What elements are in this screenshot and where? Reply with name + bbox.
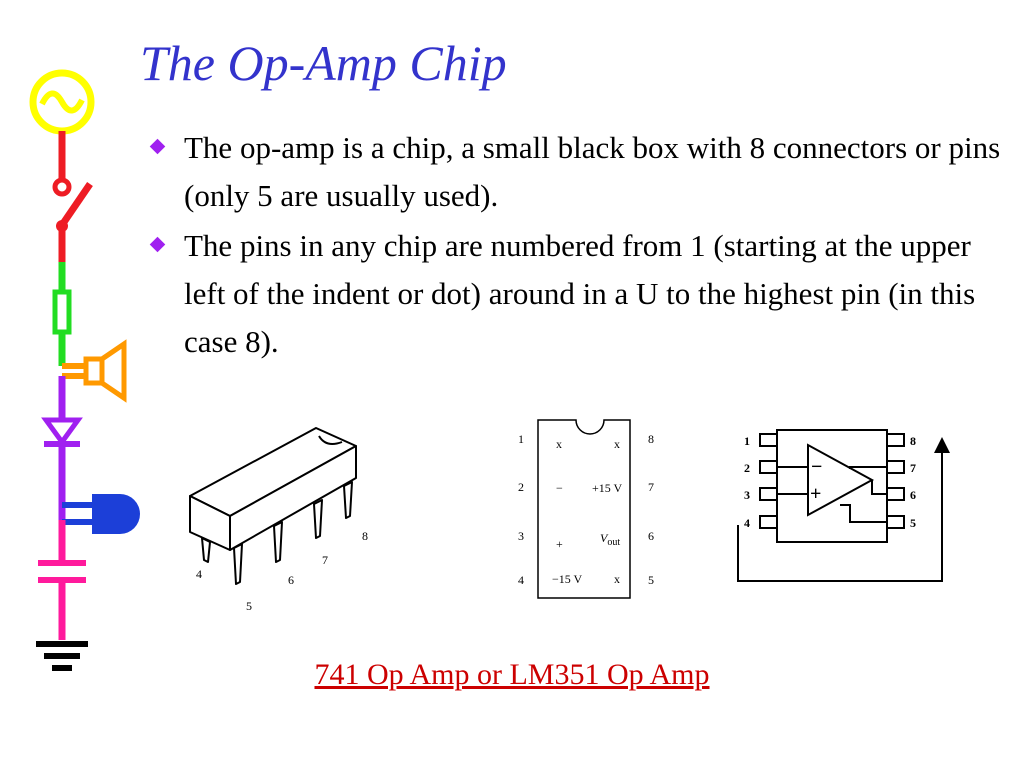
led-icon — [62, 494, 140, 534]
bullet-item: The pins in any chip are numbered from 1… — [148, 222, 1008, 366]
schematic-pin-box — [759, 433, 778, 447]
schematic-right-pin-number: 5 — [910, 516, 916, 530]
pinout-right-function: x — [614, 572, 620, 586]
opamp-reference-link[interactable]: 741 Op Amp or LM351 Op Amp — [314, 658, 710, 691]
diamond-bullet-icon — [149, 236, 166, 253]
pinout-left-pin-number: 1 — [518, 432, 524, 446]
diamond-bullet-icon — [149, 138, 166, 155]
chip-pin-label: 7 — [322, 553, 328, 567]
schematic-left-pin-number: 3 — [744, 488, 750, 502]
chip-3d-drawing: 4 5 6 7 8 — [189, 427, 368, 613]
schematic-right-pin-number: 7 — [910, 461, 916, 475]
pinout-diagram: 1 2 3 4 8 7 6 5 x − + −15 V x +15 V Vout… — [518, 419, 654, 599]
chip-pin-label: 4 — [196, 567, 202, 581]
diode-icon — [41, 417, 83, 447]
schematic-left-pin-number: 1 — [744, 434, 750, 448]
opamp-triangle — [807, 443, 875, 517]
inverting-input-symbol: − — [811, 456, 822, 478]
schematic-right-pin-number: 6 — [910, 488, 916, 502]
pinout-right-function: x — [614, 437, 620, 451]
ground-icon — [36, 641, 88, 671]
noninverting-input-symbol: + — [810, 483, 821, 505]
pinout-left-function: + — [556, 537, 563, 551]
bullet-item: The op-amp is a chip, a small black box … — [148, 124, 1008, 220]
schematic-package — [776, 429, 888, 543]
pinout-vout-symbol: V — [600, 531, 609, 545]
capacitor-icon — [38, 560, 86, 583]
schematic-pin-box — [886, 515, 905, 529]
schematic-pin-box — [886, 487, 905, 501]
opamp-schematic: 1 2 3 4 8 7 6 5 − + — [737, 429, 950, 582]
pinout-right-pin-number: 8 — [648, 432, 654, 446]
bullet-text: The pins in any chip are numbered from 1… — [184, 228, 976, 359]
pinout-vout-subscript: out — [607, 537, 620, 548]
switch-icon — [52, 177, 93, 232]
pinout-left-function: − — [556, 481, 563, 495]
pinout-left-function: x — [556, 437, 562, 451]
schematic-pin-box — [886, 460, 905, 474]
pinout-right-pin-number: 7 — [648, 480, 654, 494]
schematic-pin-box — [759, 487, 778, 501]
chip-side-face — [229, 445, 357, 551]
arrow-up-icon — [934, 437, 950, 453]
schematic-right-pin-number: 8 — [910, 434, 916, 448]
feedback-wire — [737, 450, 943, 582]
chip-pin-label: 8 — [362, 529, 368, 543]
bullet-list: The op-amp is a chip, a small black box … — [148, 124, 1008, 368]
schematic-left-pin-number: 2 — [744, 461, 750, 475]
chip-pin-label: 5 — [246, 599, 252, 613]
pinout-package-outline — [537, 419, 631, 599]
bullet-text: The op-amp is a chip, a small black box … — [184, 130, 1001, 213]
pinout-right-function: +15 V — [592, 481, 623, 495]
decorative-circuit-strip — [29, 69, 140, 671]
svg-text:Vout: Vout — [600, 531, 620, 548]
pinout-left-pin-number: 4 — [518, 573, 524, 587]
ac-source-wave — [39, 90, 85, 114]
schematic-left-pin-number: 4 — [744, 516, 750, 530]
schematic-pin-box — [759, 460, 778, 474]
resistor-icon — [52, 289, 72, 335]
pinout-left-pin-number: 2 — [518, 480, 524, 494]
speaker-icon — [62, 339, 127, 403]
pinout-left-pin-number: 3 — [518, 529, 524, 543]
slide-title: The Op-Amp Chip — [140, 35, 507, 91]
pinout-right-pin-number: 6 — [648, 529, 654, 543]
pinout-right-pin-number: 5 — [648, 573, 654, 587]
schematic-pin-box — [886, 433, 905, 447]
schematic-pin-box — [759, 515, 778, 529]
chip-notch — [318, 435, 343, 445]
chip-pin-label: 6 — [288, 573, 294, 587]
chip-pins — [201, 481, 353, 585]
pinout-left-function: −15 V — [552, 572, 583, 586]
